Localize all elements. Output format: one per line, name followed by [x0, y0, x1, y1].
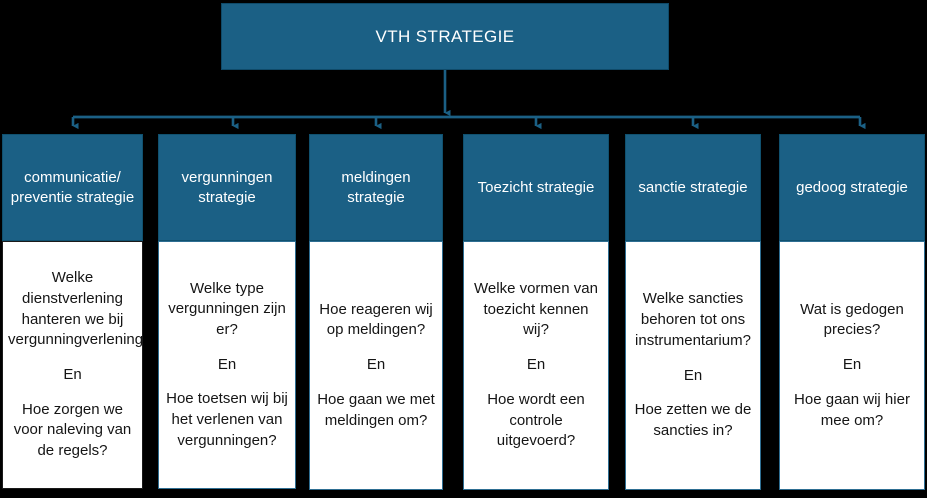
branch-column-communicatie-preventie[interactable]: communicatie/ preventie strategie Welke … — [2, 134, 143, 489]
branch-column-vergunningen[interactable]: vergunningen strategie Welke type vergun… — [158, 134, 296, 489]
branch-question-primary: Welke dienstverlening hanteren we bij ve… — [8, 269, 144, 349]
branch-header-label: sanctie strategie — [638, 178, 748, 196]
branch-question-primary: Hoe reageren wij op meldingen? — [319, 300, 433, 339]
branch-header-label: communicatie/ preventie strategie — [10, 169, 135, 206]
branch-column-meldingen[interactable]: meldingen strategie Hoe reageren wij op … — [309, 134, 443, 490]
branch-column-gedoog[interactable]: gedoog strategie Wat is gedogen precies?… — [779, 134, 925, 490]
branch-connector-word: En — [63, 366, 82, 383]
branch-header-label: meldingen strategie — [341, 169, 411, 206]
branch-body-toezicht: Welke vormen van toezicht kennen wij? En… — [463, 241, 609, 490]
branch-question-secondary: Hoe gaan we met meldingen om? — [317, 390, 435, 429]
branch-header-label: vergunningen strategie — [181, 169, 273, 206]
root-node-vth-strategie[interactable]: VTH STRATEGIE — [221, 3, 669, 70]
branch-question-secondary: Hoe gaan wij hier mee om? — [794, 390, 910, 429]
branch-header-label: gedoog strategie — [796, 178, 908, 196]
branch-question-primary: Welke vormen van toezicht kennen wij? — [474, 280, 598, 339]
root-node-title: VTH STRATEGIE — [375, 26, 515, 46]
branch-connector-word: En — [526, 356, 546, 374]
branch-question-primary: Wat is gedogen precies? — [800, 300, 904, 339]
branch-body-sanctie: Welke sancties behoren tot ons instrumen… — [625, 241, 761, 490]
branch-question-primary: Welke type vergunningen zijn er? — [168, 279, 286, 338]
branch-question-secondary: Hoe toetsen wij bij het verlenen van ver… — [166, 390, 288, 449]
branch-header-sanctie[interactable]: sanctie strategie — [625, 134, 761, 241]
branch-header-label: Toezicht strategie — [477, 178, 595, 196]
branch-body-vergunningen: Welke type vergunningen zijn er? En Hoe … — [158, 241, 296, 489]
branch-question-secondary: Hoe zorgen we voor naleving van de regel… — [13, 400, 132, 460]
branch-header-meldingen[interactable]: meldingen strategie — [309, 134, 443, 241]
branch-question-secondary: Hoe zetten we de sancties in? — [634, 401, 752, 439]
branch-header-vergunningen[interactable]: vergunningen strategie — [158, 134, 296, 241]
branch-question-secondary: Hoe wordt een controle uitgevoerd? — [487, 390, 585, 450]
branch-question-primary: Welke sancties behoren tot ons instrumen… — [635, 290, 751, 349]
branch-connector-word: En — [217, 355, 237, 373]
branch-body-gedoog: Wat is gedogen precies? En Hoe gaan wij … — [779, 241, 925, 490]
branch-body-communicatie-preventie: Welke dienstverlening hanteren we bij ve… — [2, 241, 143, 489]
branch-body-meldingen: Hoe reageren wij op meldingen? En Hoe ga… — [309, 241, 443, 490]
branch-connector-word: En — [683, 366, 703, 384]
branch-header-gedoog[interactable]: gedoog strategie — [779, 134, 925, 241]
branch-header-toezicht[interactable]: Toezicht strategie — [463, 134, 609, 241]
branch-column-toezicht[interactable]: Toezicht strategie Welke vormen van toez… — [463, 134, 609, 490]
branch-header-communicatie-preventie[interactable]: communicatie/ preventie strategie — [2, 134, 143, 241]
branch-connector-word: En — [842, 356, 862, 374]
branch-column-sanctie[interactable]: sanctie strategie Welke sancties behoren… — [625, 134, 761, 490]
branch-connector-word: En — [366, 356, 386, 374]
